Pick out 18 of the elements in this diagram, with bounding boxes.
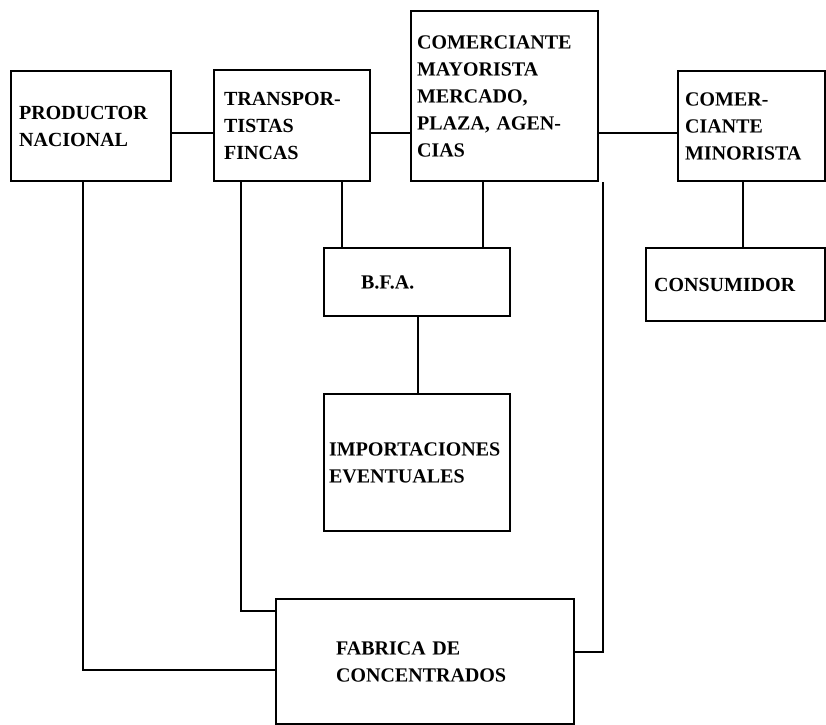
process-box: COMERCIANTE MAYORISTA MERCADO, PLAZA, AGEN- CIAS xyxy=(410,10,599,182)
process-box: TRANSPOR- TISTAS FINCAS xyxy=(213,69,371,182)
process-box: CONSUMIDOR xyxy=(645,247,826,322)
connector-line xyxy=(341,182,343,247)
process-box: IMPORTACIONES EVENTUALES xyxy=(323,393,511,532)
connector-line xyxy=(240,182,275,612)
process-box: COMER- CIANTE MINORISTA xyxy=(677,70,826,182)
process-box: B.F.A. xyxy=(323,247,511,317)
connector-line xyxy=(482,182,484,247)
connector-line xyxy=(575,182,604,653)
connector-line xyxy=(599,132,677,134)
connector-line xyxy=(742,182,744,247)
process-box: FABRICA DE CONCENTRADOS xyxy=(275,598,575,725)
process-box: PRODUCTOR NACIONAL xyxy=(10,70,172,182)
connector-line xyxy=(417,317,419,393)
connector-line xyxy=(82,182,275,671)
connector-line xyxy=(172,132,213,134)
connector-line xyxy=(371,132,410,134)
